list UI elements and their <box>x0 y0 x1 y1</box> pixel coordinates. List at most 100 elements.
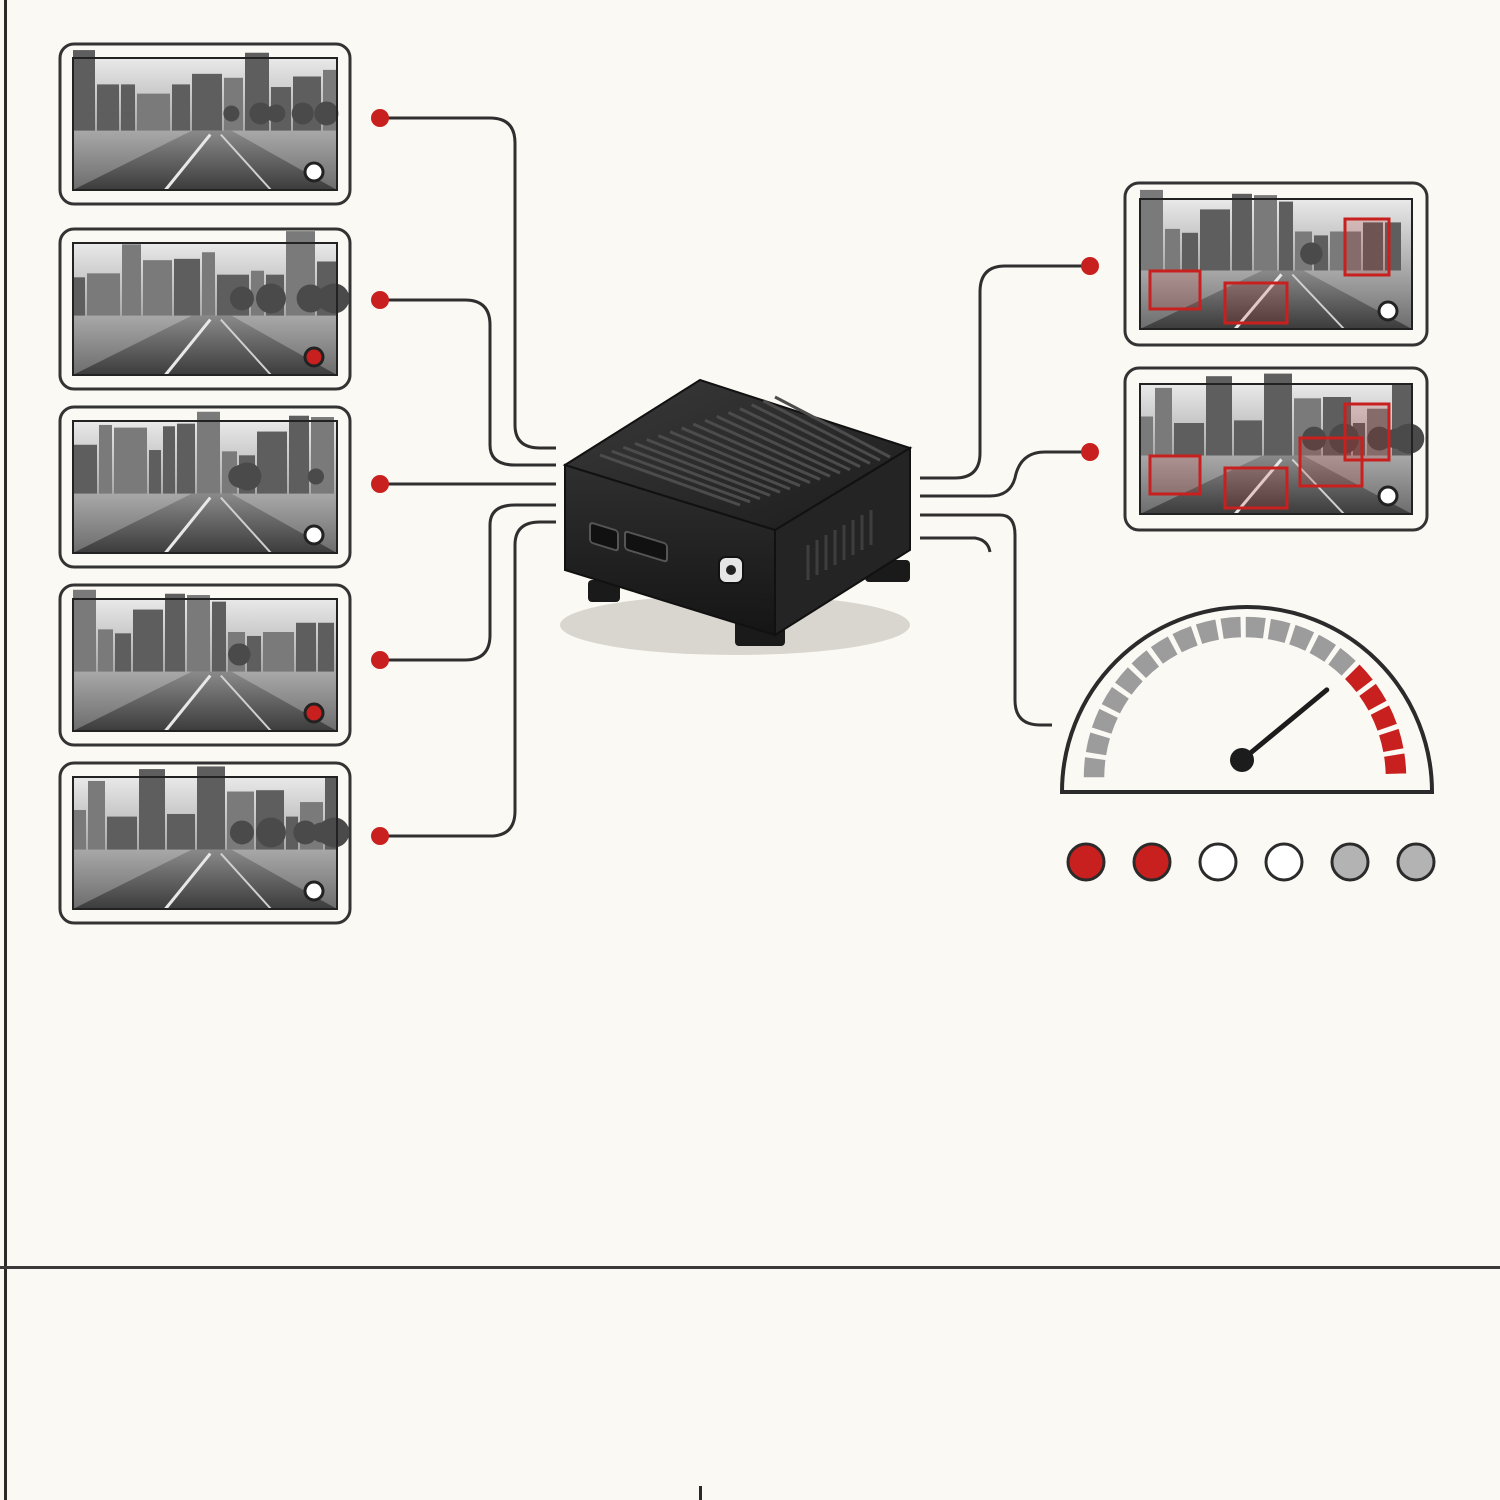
gauge-segment <box>1193 617 1221 646</box>
tree <box>233 462 262 491</box>
building <box>212 601 226 672</box>
tree <box>1300 242 1323 265</box>
building <box>247 635 261 672</box>
input-port-dots <box>371 109 389 845</box>
lane-marking <box>1291 273 1345 330</box>
fin <box>704 418 831 478</box>
input-port-dot <box>371 109 389 127</box>
fin <box>634 442 771 497</box>
building <box>1254 195 1277 271</box>
building <box>107 816 137 850</box>
gauge-segment <box>1170 624 1200 655</box>
connector-4 <box>380 503 556 662</box>
bottom-divider-line <box>0 1266 1500 1269</box>
building <box>167 813 195 850</box>
camera-feed-5 <box>58 761 352 925</box>
fin <box>716 414 841 475</box>
tree <box>307 468 324 485</box>
fin <box>774 395 891 459</box>
building <box>149 450 161 494</box>
building <box>1182 232 1198 271</box>
edge-compute-device <box>560 378 913 655</box>
fin <box>739 407 861 468</box>
detection-box <box>1223 466 1289 510</box>
left-border-line <box>4 0 7 1500</box>
feed-indicator <box>303 346 325 368</box>
gauge-segment <box>1129 648 1162 681</box>
detection-box <box>1148 454 1202 496</box>
feed-indicator <box>303 880 325 902</box>
feed-indicator <box>303 161 325 183</box>
building <box>122 244 141 316</box>
building <box>197 411 220 494</box>
building <box>1140 416 1153 456</box>
gauge-red-segment <box>1382 751 1408 776</box>
building <box>1264 373 1292 456</box>
building <box>172 84 190 131</box>
gauge-segment <box>1112 665 1145 697</box>
feed-indicator <box>1377 485 1399 507</box>
feed-border <box>1139 198 1413 330</box>
status-dot-gray <box>1330 842 1370 882</box>
building <box>224 77 243 131</box>
detection-box <box>1148 269 1202 311</box>
lane-marking <box>164 852 212 910</box>
building <box>1140 189 1163 271</box>
feed-border <box>1139 383 1413 515</box>
status-indicator-row <box>1066 842 1436 882</box>
lane-marking <box>220 852 272 910</box>
building <box>163 426 175 494</box>
feed-border <box>72 776 338 910</box>
building <box>174 258 200 316</box>
building <box>1174 423 1204 456</box>
building <box>197 766 225 850</box>
fin <box>657 434 791 491</box>
building <box>114 427 147 494</box>
building <box>192 73 222 131</box>
tree <box>229 286 254 311</box>
output-port-dot <box>1081 443 1099 461</box>
lane-marking <box>164 133 212 191</box>
status-dot-gray <box>1396 842 1436 882</box>
tree <box>256 817 286 848</box>
detection-box <box>1343 217 1391 277</box>
tree <box>229 820 254 845</box>
building <box>1200 209 1230 271</box>
feed-indicator <box>1377 300 1399 322</box>
lane-marking <box>164 674 212 732</box>
input-port-dot <box>371 475 389 493</box>
road <box>73 130 337 190</box>
output-port-dot <box>1081 257 1099 275</box>
gauge-segment <box>1099 684 1131 716</box>
building <box>165 593 185 672</box>
building <box>187 595 210 672</box>
gauge-red-segment <box>1377 726 1406 754</box>
tree <box>293 820 318 845</box>
feed-border <box>72 242 338 376</box>
building <box>289 415 309 494</box>
building <box>98 629 113 672</box>
gauge-needle <box>1239 687 1330 763</box>
lane-marking <box>164 496 212 554</box>
building <box>296 622 316 672</box>
building <box>73 589 96 672</box>
tree <box>265 105 282 122</box>
fin <box>622 445 761 501</box>
status-dot-white <box>1198 842 1238 882</box>
fin <box>681 426 811 484</box>
building <box>1206 376 1232 456</box>
input-port-dot <box>371 291 389 309</box>
feed-indicator <box>303 524 325 546</box>
input-port-dot <box>371 651 389 669</box>
heatsink-fins <box>599 395 891 507</box>
building <box>73 444 97 494</box>
detection-box <box>1343 402 1391 462</box>
fin <box>762 399 881 462</box>
feed-indicator <box>303 702 325 724</box>
output-connector-3 <box>920 513 1052 727</box>
gauge-segment <box>1084 730 1112 757</box>
input-camera-feeds <box>58 42 352 925</box>
building <box>139 769 165 850</box>
lane-marking <box>220 318 272 376</box>
detection-feed-1 <box>1123 181 1429 347</box>
